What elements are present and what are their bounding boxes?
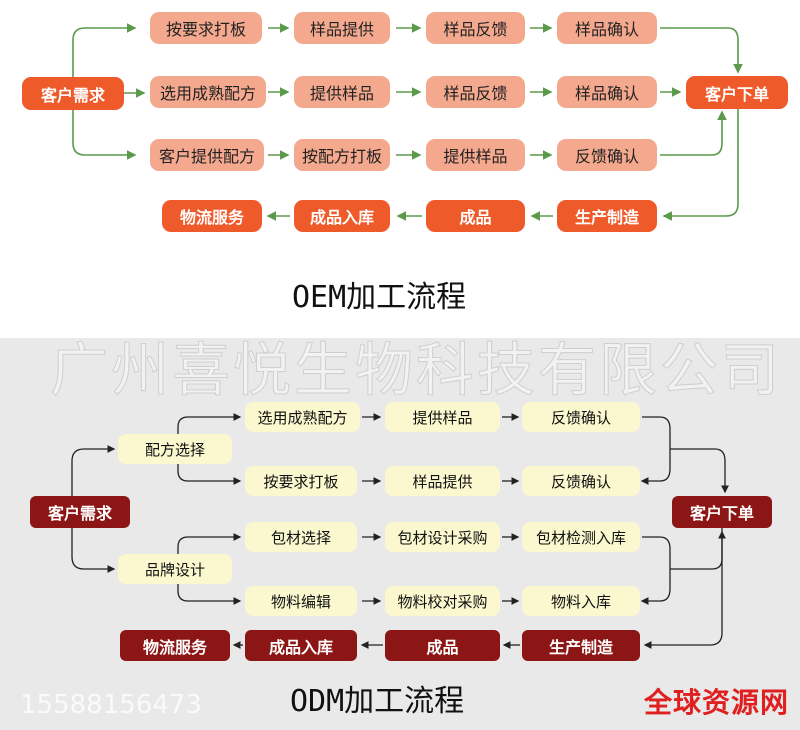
oem-step: 按要求打板 bbox=[150, 12, 262, 44]
oem-step: 反馈确认 bbox=[557, 139, 657, 171]
odm-step: 物料校对采购 bbox=[385, 586, 500, 616]
odm-branch-formula: 配方选择 bbox=[118, 434, 232, 464]
oem-final-step: 物流服务 bbox=[162, 200, 262, 232]
odm-branch-brand: 品牌设计 bbox=[118, 554, 232, 584]
oem-step: 样品反馈 bbox=[426, 12, 525, 44]
company-watermark: 广州喜悦生物科技有限公司 bbox=[49, 336, 783, 404]
odm-step: 提供样品 bbox=[385, 402, 500, 432]
oem-step: 提供样品 bbox=[426, 139, 525, 171]
oem-step: 样品反馈 bbox=[426, 76, 525, 108]
oem-step: 样品确认 bbox=[557, 12, 657, 44]
odm-step: 选用成熟配方 bbox=[245, 402, 360, 432]
oem-final-step: 成品入库 bbox=[294, 200, 390, 232]
odm-step: 反馈确认 bbox=[522, 402, 640, 432]
odm-title: ODM加工流程 bbox=[290, 684, 465, 719]
odm-final-step: 生产制造 bbox=[522, 630, 640, 661]
odm-step: 包材设计采购 bbox=[385, 522, 500, 552]
odm-step: 物料编辑 bbox=[245, 586, 357, 616]
oem-end-customer-order: 客户下单 bbox=[686, 76, 788, 109]
oem-step: 样品提供 bbox=[294, 12, 390, 44]
odm-step: 包材选择 bbox=[245, 522, 357, 552]
oem-step: 客户提供配方 bbox=[150, 139, 264, 171]
odm-step: 按要求打板 bbox=[245, 466, 357, 496]
oem-start-customer-demand: 客户需求 bbox=[22, 77, 124, 110]
oem-title: OEM加工流程 bbox=[292, 280, 467, 315]
odm-step: 样品提供 bbox=[385, 466, 500, 496]
phone-watermark: 15588156473 bbox=[20, 690, 202, 720]
oem-step: 按配方打板 bbox=[294, 139, 390, 171]
odm-step: 包材检测入库 bbox=[522, 522, 640, 552]
oem-final-step: 成品 bbox=[426, 200, 525, 232]
oem-step: 提供样品 bbox=[294, 76, 390, 108]
oem-step: 样品确认 bbox=[557, 76, 657, 108]
brand-logo-text: 全球资源网 bbox=[644, 686, 790, 719]
odm-final-step: 成品入库 bbox=[245, 630, 357, 661]
oem-final-step: 生产制造 bbox=[557, 200, 657, 232]
odm-step: 物料入库 bbox=[522, 586, 640, 616]
oem-step: 选用成熟配方 bbox=[150, 76, 266, 108]
odm-start-customer-demand: 客户需求 bbox=[30, 496, 130, 528]
odm-final-step: 成品 bbox=[385, 630, 500, 661]
odm-final-step: 物流服务 bbox=[120, 630, 230, 661]
odm-end-customer-order: 客户下单 bbox=[672, 496, 772, 528]
odm-step: 反馈确认 bbox=[522, 466, 640, 496]
